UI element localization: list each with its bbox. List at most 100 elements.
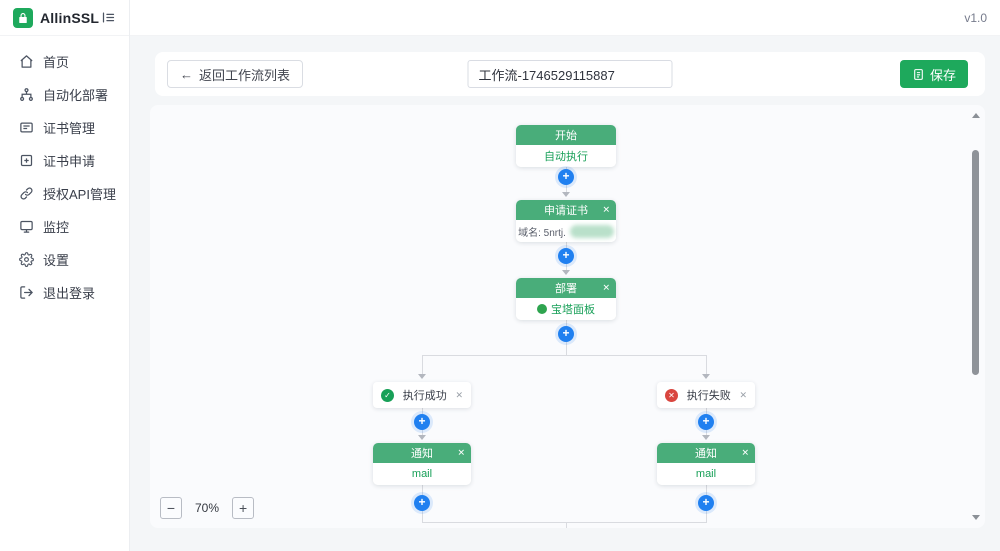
add-square-icon xyxy=(20,154,33,167)
add-node-button[interactable]: + xyxy=(698,495,714,511)
sidebar-item-label: 退出登录 xyxy=(43,286,96,301)
node-notify-fail[interactable]: 通知 ✕ mail xyxy=(657,443,755,485)
redacted-domain xyxy=(569,224,614,238)
node-deploy[interactable]: 部署 ✕ 宝塔面板 xyxy=(516,278,616,320)
branch-fail[interactable]: ✕ 执行失败 ✕ xyxy=(657,382,755,408)
sidebar-item-label: 授权API管理 xyxy=(43,187,116,202)
close-icon[interactable]: ✕ xyxy=(457,447,465,458)
node-deploy-body: 宝塔面板 xyxy=(516,298,616,320)
node-start[interactable]: 开始 自动执行 xyxy=(516,125,616,167)
logout-icon xyxy=(20,286,34,299)
add-node-button[interactable]: + xyxy=(558,169,574,185)
node-title: 开始 xyxy=(555,130,577,142)
fail-cross-icon: ✕ xyxy=(665,388,678,402)
sidebar-item-monitor[interactable]: 监控 xyxy=(0,210,129,243)
sidebar-item-api-auth[interactable]: 授权API管理 xyxy=(0,177,129,210)
gear-icon xyxy=(19,252,34,267)
sidebar-item-cert-manage[interactable]: 证书管理 xyxy=(0,111,129,144)
node-body-text: 宝塔面板 xyxy=(551,304,595,316)
sidebar-item-label: 证书管理 xyxy=(43,121,96,136)
workflow-name-input[interactable] xyxy=(467,60,673,88)
workflow-icon xyxy=(20,88,33,101)
node-apply-cert-header: 申请证书 ✕ xyxy=(516,200,616,220)
close-icon[interactable]: ✕ xyxy=(455,389,463,400)
node-notify-body: mail xyxy=(657,463,755,485)
lock-icon xyxy=(19,12,27,23)
workflow-graph: + + + + + + + 开始 自动执行 申请证书 ✕ xyxy=(150,105,985,528)
arrow-down-icon xyxy=(702,374,710,379)
zoom-out-button[interactable]: − xyxy=(160,497,182,519)
node-title: 通知 xyxy=(695,448,717,460)
app-version: v1.0 xyxy=(964,10,987,25)
node-deploy-header: 部署 ✕ xyxy=(516,278,616,298)
node-body-text: 自动执行 xyxy=(544,151,588,163)
scrollbar-thumb[interactable] xyxy=(972,150,979,375)
home-icon xyxy=(20,55,33,68)
link-icon xyxy=(20,187,33,200)
arrow-down-icon xyxy=(562,270,570,275)
branch-success[interactable]: ✓ 执行成功 ✕ xyxy=(373,382,471,408)
sidebar-item-auto-deploy[interactable]: 自动化部署 xyxy=(0,78,129,111)
node-title: 通知 xyxy=(411,448,433,460)
workflow-toolbar: ← 返回工作流列表 保存 xyxy=(155,52,985,96)
add-node-button[interactable]: + xyxy=(558,248,574,264)
monitor-icon xyxy=(20,220,33,233)
save-button[interactable]: 保存 xyxy=(899,60,968,88)
node-start-body: 自动执行 xyxy=(516,145,616,167)
save-button-label: 保存 xyxy=(929,67,956,83)
close-icon[interactable]: ✕ xyxy=(602,282,610,293)
add-node-button[interactable]: + xyxy=(558,326,574,342)
arrow-left-icon: ← xyxy=(180,66,193,82)
back-button-label: 返回工作流列表 xyxy=(199,67,291,83)
branch-split-line xyxy=(422,355,707,356)
app-logo-icon xyxy=(13,7,33,28)
node-notify-success[interactable]: 通知 ✕ mail xyxy=(373,443,471,485)
connector-line xyxy=(422,355,423,375)
node-body-text: mail xyxy=(695,468,717,480)
close-icon[interactable]: ✕ xyxy=(602,204,610,215)
add-node-button[interactable]: + xyxy=(698,414,714,430)
sidebar-item-label: 设置 xyxy=(43,253,70,268)
sidebar-collapse-button[interactable] xyxy=(99,9,117,27)
success-check-icon: ✓ xyxy=(381,388,394,402)
zoom-level: 70% xyxy=(195,501,220,515)
app-title: AllinSSL xyxy=(40,9,100,26)
scroll-up-icon[interactable] xyxy=(972,113,980,118)
workflow-canvas[interactable]: + + + + + + + 开始 自动执行 申请证书 ✕ xyxy=(150,105,985,528)
node-title: 部署 xyxy=(555,283,577,295)
close-icon[interactable]: ✕ xyxy=(739,389,747,400)
node-apply-cert[interactable]: 申请证书 ✕ 域名: 5nrtj. xyxy=(516,200,616,242)
node-start-header: 开始 xyxy=(516,125,616,145)
zoom-control: − 70% + xyxy=(160,497,255,519)
connector-line xyxy=(566,522,567,528)
sidebar-item-label: 监控 xyxy=(43,220,70,235)
close-icon[interactable]: ✕ xyxy=(741,447,749,458)
arrow-down-icon xyxy=(702,435,710,440)
add-node-button[interactable]: + xyxy=(414,414,430,430)
node-body-text: mail xyxy=(411,468,433,480)
arrow-down-icon xyxy=(418,374,426,379)
back-to-workflow-list-button[interactable]: ← 返回工作流列表 xyxy=(167,60,304,88)
sidebar-item-label: 首页 xyxy=(43,55,70,70)
node-notify-body: mail xyxy=(373,463,471,485)
save-icon xyxy=(914,68,923,80)
sidebar-item-cert-apply[interactable]: 证书申请 xyxy=(0,144,129,177)
node-title: 申请证书 xyxy=(544,205,588,217)
sidebar-header: AllinSSL xyxy=(0,0,129,36)
main-content: ← 返回工作流列表 保存 xyxy=(130,36,1000,551)
menu-fold-icon xyxy=(102,12,114,23)
sidebar-item-settings[interactable]: 设置 xyxy=(0,243,129,276)
sidebar-item-home[interactable]: 首页 xyxy=(0,45,129,78)
zoom-in-button[interactable]: + xyxy=(232,497,255,519)
sidebar-item-logout[interactable]: 退出登录 xyxy=(0,276,129,309)
connector-line xyxy=(706,355,707,375)
node-notify-header: 通知 ✕ xyxy=(657,443,755,463)
sidebar: AllinSSL 首页 自动化部署 证书管理 证书申请 授权API管理 监控 xyxy=(0,0,130,551)
node-apply-cert-body: 域名: 5nrtj. xyxy=(516,220,616,242)
baota-panel-icon xyxy=(537,304,547,314)
canvas-scrollbar[interactable] xyxy=(970,105,982,528)
sidebar-menu: 首页 自动化部署 证书管理 证书申请 授权API管理 监控 设置 退出登录 xyxy=(0,36,129,309)
arrow-down-icon xyxy=(562,192,570,197)
scroll-down-icon[interactable] xyxy=(972,515,980,520)
add-node-button[interactable]: + xyxy=(414,495,430,511)
